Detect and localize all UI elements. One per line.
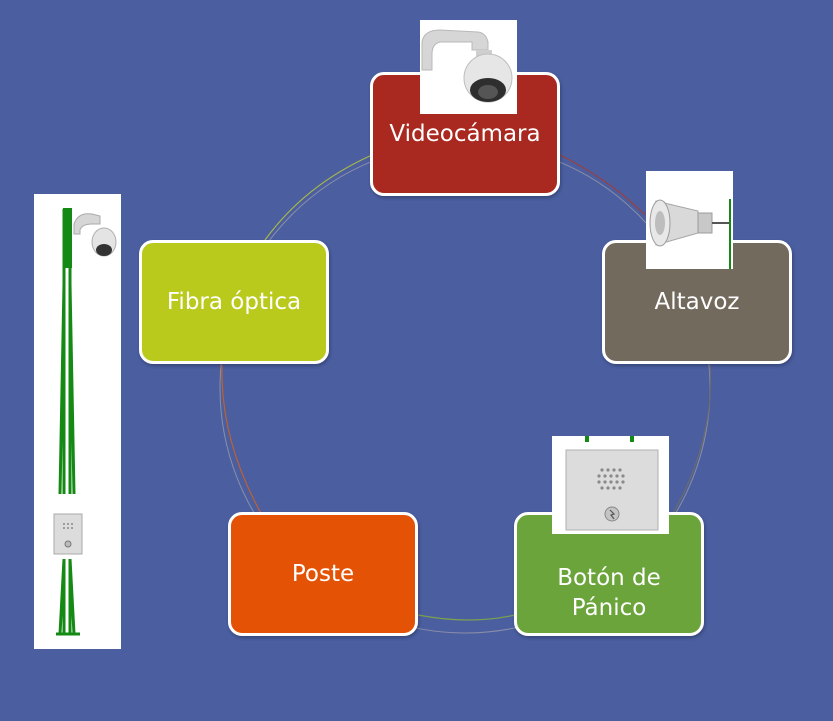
- pole-icon: [34, 194, 121, 649]
- node-boton-panico: Botón de Pánico: [514, 512, 704, 636]
- connector-speaker-button: [671, 364, 712, 516]
- connector-fiber-camera: [264, 154, 373, 241]
- node-videocamara-label: Videocámara: [389, 121, 541, 147]
- node-poste: Poste: [228, 512, 418, 636]
- node-boton-panico-line2: Pánico: [571, 595, 647, 621]
- connector-button-pole: [417, 614, 516, 621]
- node-boton-panico-line1: Botón de: [557, 565, 661, 591]
- connector-pole-fiber: [221, 364, 263, 516]
- connector-camera-speaker: [559, 154, 646, 216]
- node-fibra-optica-label: Fibra óptica: [166, 289, 302, 315]
- camera-icon: [420, 20, 517, 114]
- node-altavoz-label: Altavoz: [654, 289, 740, 315]
- panic-button-icon: [552, 436, 669, 534]
- node-videocamara: Videocámara: [370, 72, 560, 196]
- node-fibra-optica: Fibra óptica: [139, 240, 329, 364]
- node-poste-label: Poste: [291, 561, 355, 587]
- loudspeaker-icon: [646, 171, 733, 269]
